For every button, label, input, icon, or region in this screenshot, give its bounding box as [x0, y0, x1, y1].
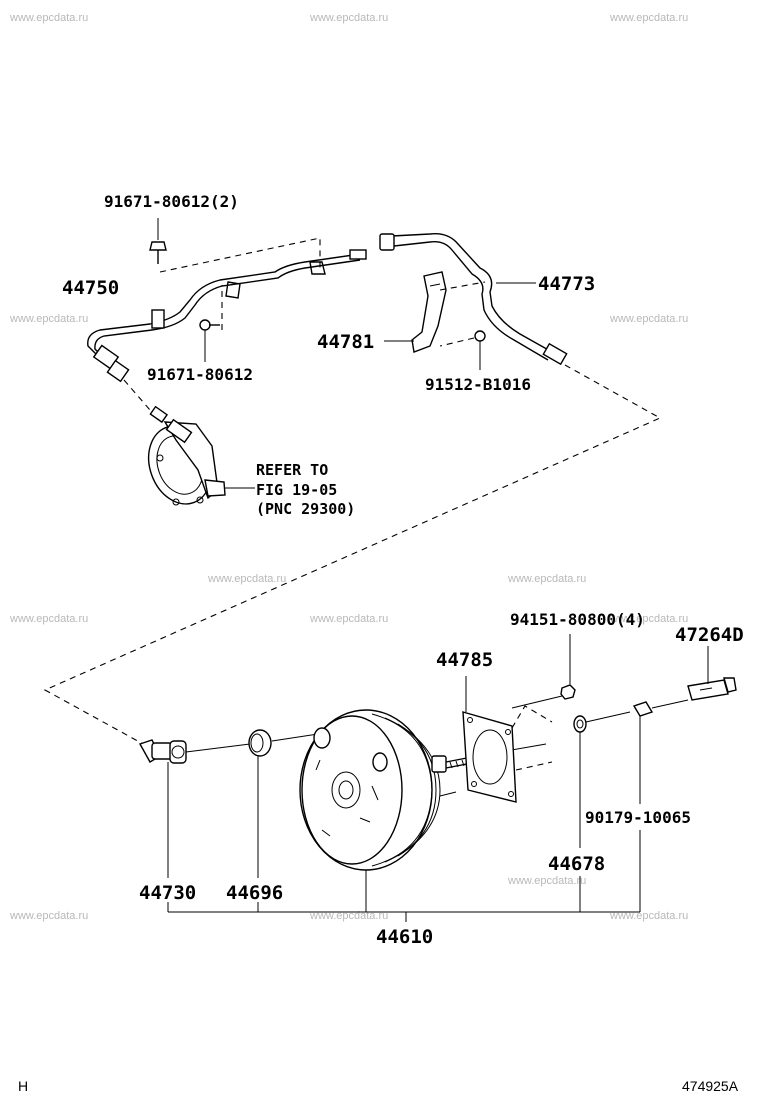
- bracket-drawing: [411, 271, 486, 353]
- connection-dashed-line: [43, 364, 662, 746]
- part-label-gasket: 44785: [436, 649, 493, 671]
- hose-clamp: [106, 359, 130, 383]
- clip-drawing: [439, 330, 486, 370]
- bolt-top-drawing: [149, 218, 321, 273]
- part-label-booster-assy: 44610: [376, 926, 433, 948]
- watermarks: www.epcdata.ru www.epcdata.ru www.epcdat…: [9, 12, 688, 922]
- part-label-grommet: 44696: [226, 882, 283, 904]
- grommet-drawing: [248, 729, 319, 878]
- footer-left-code: H: [18, 1078, 28, 1094]
- check-valve-drawing: [138, 739, 251, 878]
- hose-end-fitting: [349, 249, 367, 260]
- reference-line-3: (PNC 29300): [256, 500, 355, 518]
- watermark: www.epcdata.ru: [9, 12, 88, 24]
- watermark: www.epcdata.ru: [309, 910, 388, 922]
- gasket-drawing: [462, 676, 553, 803]
- part-label-bolt-top: 91671-80612(2): [104, 192, 239, 211]
- hose-clamp: [151, 309, 165, 329]
- part-label-check-valve: 44730: [139, 882, 196, 904]
- hose-clamp: [542, 342, 568, 366]
- part-label-clip: 91512-B1016: [425, 375, 531, 394]
- part-label-bracket: 44781: [317, 331, 374, 353]
- watermark: www.epcdata.ru: [609, 613, 688, 625]
- watermark: www.epcdata.ru: [507, 875, 586, 887]
- pin-drawing: [632, 699, 689, 804]
- seal-drawing: [573, 711, 631, 848]
- watermark: www.epcdata.ru: [609, 910, 688, 922]
- part-label-seal: 44678: [548, 853, 605, 875]
- part-label-bolt-middle: 91671-80612: [147, 365, 253, 384]
- watermark: www.epcdata.ru: [309, 613, 388, 625]
- part-label-clevis: 47264D: [675, 624, 744, 646]
- vacuum-hose-right-drawing: [379, 233, 568, 366]
- part-label-hose-left: 44750: [62, 277, 119, 299]
- watermark: www.epcdata.ru: [207, 573, 286, 585]
- vacuum-pump-drawing: [147, 405, 255, 506]
- reference-line-1: REFER TO: [256, 461, 328, 479]
- clevis-drawing: [687, 646, 737, 701]
- part-label-hose-right: 44773: [538, 273, 595, 295]
- watermark: www.epcdata.ru: [507, 573, 586, 585]
- watermark: www.epcdata.ru: [609, 12, 688, 24]
- watermark: www.epcdata.ru: [309, 12, 388, 24]
- watermark: www.epcdata.ru: [609, 313, 688, 325]
- watermark: www.epcdata.ru: [9, 613, 88, 625]
- reference-line-2: FIG 19-05: [256, 481, 337, 499]
- hose-clamp: [379, 233, 395, 251]
- bolt-middle-drawing: [199, 285, 223, 362]
- watermark: www.epcdata.ru: [9, 910, 88, 922]
- part-label-pin: 90179-10065: [585, 808, 691, 827]
- brake-booster-drawing: [299, 709, 547, 912]
- part-label-nut: 94151-80800(4): [510, 610, 645, 629]
- assembly-bracket-lines: [167, 830, 641, 922]
- watermark: www.epcdata.ru: [9, 313, 88, 325]
- footer-illustration-number: 474925A: [682, 1078, 739, 1094]
- nut-drawing: [511, 634, 576, 709]
- vacuum-hose-left-drawing: [87, 249, 367, 383]
